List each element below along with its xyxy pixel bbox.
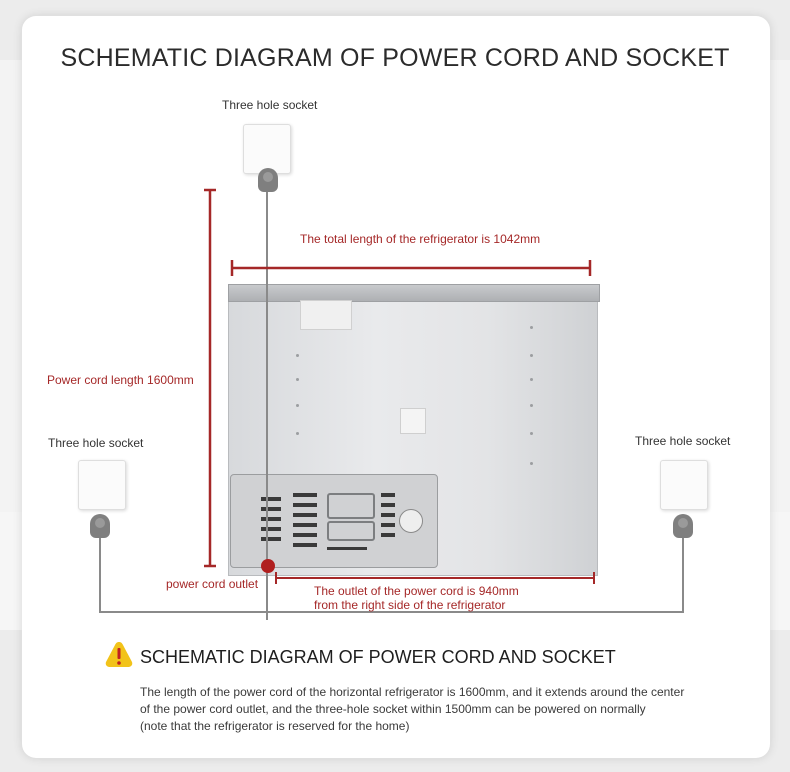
outlet-distance-line2: from the right side of the refrigerator bbox=[314, 598, 506, 612]
outlet-distance-line1: The outlet of the power cord is 940mm bbox=[314, 584, 519, 598]
notice-heading: SCHEMATIC DIAGRAM OF POWER CORD AND SOCK… bbox=[140, 647, 616, 667]
outlet-label: power cord outlet bbox=[166, 577, 259, 591]
cord-length-label: Power cord length 1600mm bbox=[47, 373, 194, 387]
notice-description: The length of the power cord of the hori… bbox=[140, 684, 740, 735]
warning-icon bbox=[105, 642, 133, 667]
socket-right-label: Three hole socket bbox=[635, 434, 731, 448]
plug-top-icon bbox=[258, 168, 278, 192]
notice-line-2: of the power cord outlet, and the three-… bbox=[140, 702, 646, 716]
warning-sticker-icon bbox=[400, 408, 426, 434]
compressor-vent-panel bbox=[230, 474, 438, 568]
plug-right-icon bbox=[673, 514, 693, 538]
socket-right-icon bbox=[660, 460, 708, 510]
refrigerator-lid-edge bbox=[228, 284, 600, 302]
label-sticker bbox=[300, 300, 352, 330]
notice-line-1: The length of the power cord of the hori… bbox=[140, 685, 685, 699]
notice-line-3: (note that the refrigerator is reserved … bbox=[140, 719, 410, 733]
outlet-distance-label: The outlet of the power cord is 940mm fr… bbox=[314, 584, 519, 612]
fridge-length-label: The total length of the refrigerator is … bbox=[300, 232, 541, 246]
page-title: SCHEMATIC DIAGRAM OF POWER CORD AND SOCK… bbox=[60, 44, 730, 72]
socket-top-label: Three hole socket bbox=[222, 98, 318, 112]
socket-left-icon bbox=[78, 460, 126, 510]
socket-left-label: Three hole socket bbox=[48, 436, 144, 450]
plug-left-icon bbox=[90, 514, 110, 538]
